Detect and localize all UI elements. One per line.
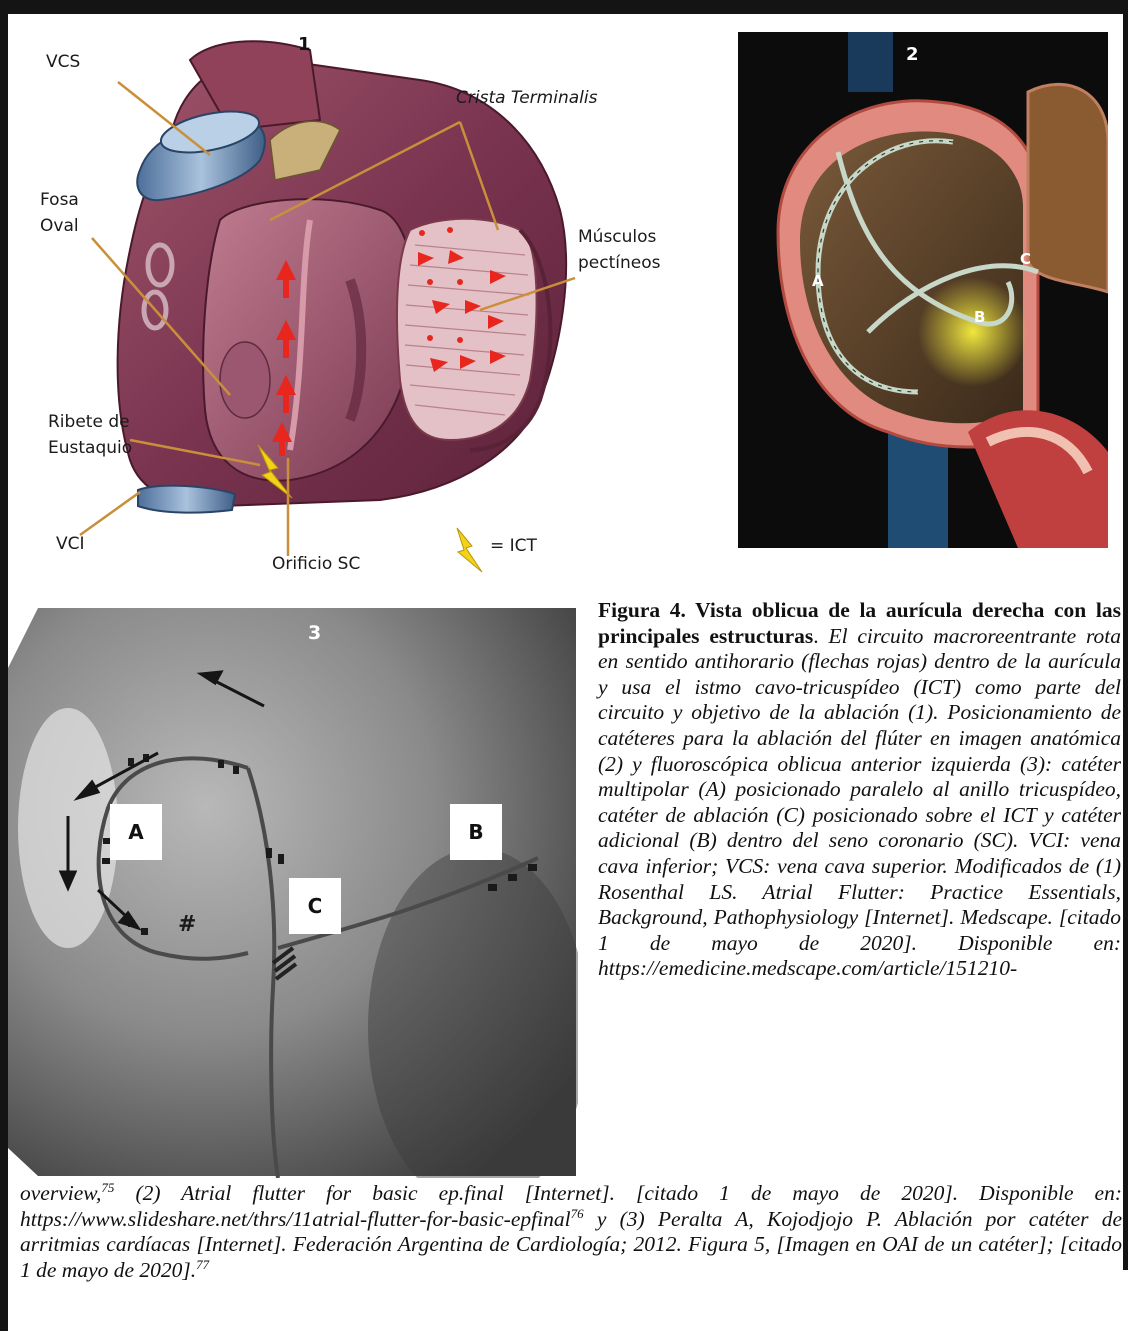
label-ribete-2: Eustaquio [48,436,132,460]
panel-number-2: 2 [906,44,919,65]
caption-ref-76: 76 [571,1205,584,1220]
inferior-vena-cava [138,486,235,513]
caption-ref-77: 77 [196,1257,209,1272]
panel-number-3: 3 [308,622,321,644]
page-frame-left [0,0,8,1331]
heart-illustration [20,20,720,590]
label-ribete-1: Ribete de [48,410,130,434]
pectinate-flap [397,219,537,440]
heart-illustration-panel: 1 VCS Crista Terminalis Fosa Oval Múscul… [20,20,720,590]
page-frame-right [1123,0,1128,1270]
label-fosa-1: Fosa [40,188,79,212]
caption-body-1: El circuito macroreentrante rota en sent… [598,624,1121,981]
fluoro-label-a: A [110,804,162,860]
fossa-ovalis [220,342,270,418]
caption-continued: overview,75 (2) Atrial flutter for basic… [20,1181,1122,1283]
fluoro-label-c: C [289,878,341,934]
label-orificio-sc: Orificio SC [272,552,360,576]
label-crista-terminalis: Crista Terminalis [456,86,597,110]
fluoroscopy-panel: 3 A B C # [8,608,578,1178]
caption-ref-75: 75 [101,1180,114,1195]
label-fosa-2: Oval [40,214,79,238]
catheter-anatomy-illustration [738,32,1108,548]
panel-number-1: 1 [298,34,311,55]
page-frame-top [0,0,1128,14]
label-legend-ict: = ICT [490,534,537,558]
label-b: B [974,308,985,326]
caption-title-period: . [813,624,818,648]
label-musculos-2: pectíneos [578,251,660,275]
fluoro-hash-mark: # [178,912,196,937]
caption-body-2a: overview, [20,1181,101,1205]
label-a: A [812,272,824,290]
catheter-anatomy-panel: 2 A B C [738,32,1108,548]
label-vcs: VCS [46,50,80,74]
label-c: C [1020,250,1031,268]
label-musculos-1: Músculos [578,225,656,249]
label-vci: VCI [56,532,85,556]
ict-legend-lightning-icon [457,528,482,572]
fluoro-label-b: B [450,804,502,860]
figure-caption: Figura 4. Vista oblicua de la aurícula d… [598,598,1121,982]
